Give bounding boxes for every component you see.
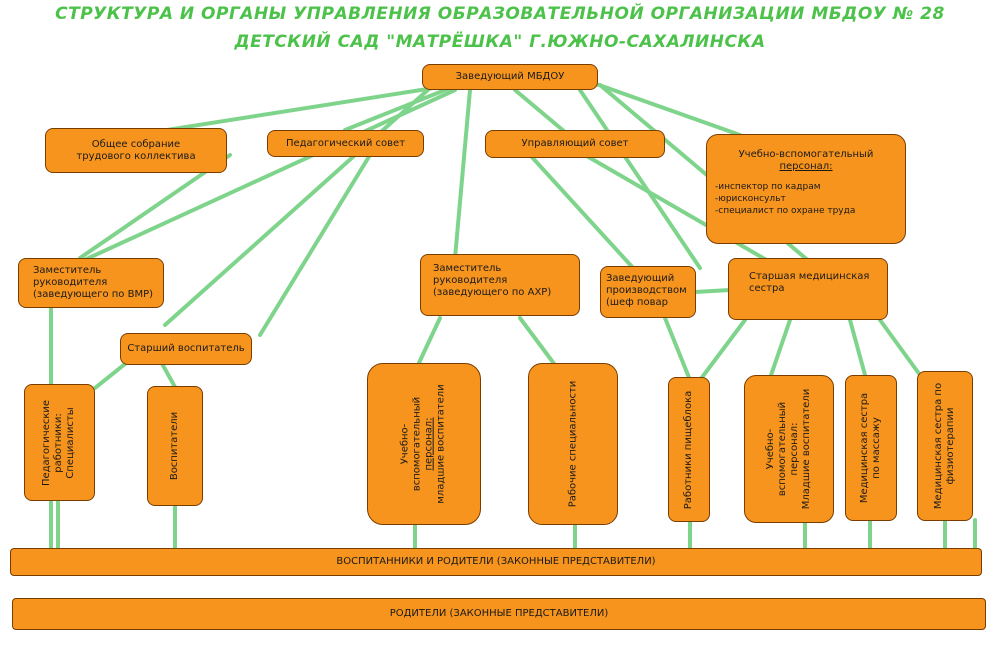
connector [698,318,747,382]
head-nurse-node: Старшая медицинская сестра [728,258,888,320]
ped-council-label: Педагогический совет [285,137,406,149]
nurse-massage-label-2: по массажу [871,417,883,479]
deputy-ahr-label-1: Заместитель [433,263,502,274]
support-staff-item: -инспектор по кадрам [715,182,821,192]
deputy-ahr-node: Заместитель руководителя (заведующего по… [420,254,580,316]
teachers-node: Воспитатели [147,386,203,506]
head-label: Заведующий МБДОУ [455,71,565,82]
support-junior-label-4: младшие воспитатели [436,384,448,504]
support-junior2-label-3: персонал: [789,422,801,476]
deputy-ahr-label-3: (заведующего по АХР) [433,287,552,298]
deputy-edu-label-2: руководителя [33,277,108,288]
nurse-physio-node: Медицинская сестра по физиотерапии [917,371,973,521]
head-node: Заведующий МБДОУ [422,64,598,90]
kitchen-workers-label: Работники пищеблока [683,390,695,509]
connector [513,88,567,134]
support-junior2-label-4: Младшие воспитатели [801,388,813,510]
page-title-line1: СТРУКТУРА И ОРГАНЫ УПРАВЛЕНИЯ ОБРАЗОВАТЕ… [55,4,945,24]
connector [78,88,457,264]
connector [453,88,472,260]
nurse-massage-node: Медицинская сестра по массажу [845,375,897,521]
support-staff-title-1: Учебно-вспомогательный [738,149,874,160]
support-junior-node: Учебно- вспомогательный персонал: младши… [367,363,481,525]
kitchen-workers-node: Работники пищеблока [668,377,710,522]
support-staff-item: -юрисконсульт [715,194,786,204]
general-meeting-node: Общее собрание трудового коллектива [45,128,227,173]
support-junior-label-1: Учебно- [400,423,412,465]
senior-teacher-node: Старший воспитатель [120,333,252,365]
governing-council-label: Управляющий совет [521,138,629,149]
support-staff-item: -специалист по охране труда [715,206,856,216]
ped-workers-node: Педагогические работники: Специалисты [24,384,95,501]
connector [416,316,442,367]
ped-workers-label-2: работники: [53,412,65,473]
production-head-label-2: производством [606,285,687,296]
connector [578,88,702,270]
support-staff-node: Учебно-вспомогательный персонал: -инспек… [706,134,906,244]
deputy-edu-node: Заместитель руководителя (заведующего по… [18,258,164,308]
support-staff-title-2: персонал: [779,161,833,172]
connector [768,318,792,380]
support-junior2-node: Учебно- вспомогательный персонал: Младши… [744,375,834,523]
connector [518,316,557,367]
head-nurse-label-1: Старшая медицинская [749,271,870,282]
support-junior2-label-2: вспомогательный [777,401,789,497]
head-nurse-label-2: сестра [749,283,785,294]
connector [258,153,372,337]
teachers-label: Воспитатели [169,411,180,481]
pupils-parents-bar: ВОСПИТАННИКИ И РОДИТЕЛИ (ЗАКОННЫЕ ПРЕДСТ… [10,548,982,576]
ped-workers-label-1: Педагогические [41,399,53,486]
ped-workers-label-3: Специалисты [65,406,77,479]
connector [848,318,867,377]
connector [663,316,692,382]
nurse-physio-label-2: физиотерапии [945,407,956,485]
workers-label: Рабочие специальности [567,380,579,508]
connector [583,78,742,137]
parents-label: РОДИТЕЛИ (ЗАКОННЫЕ ПРЕДСТАВИТЕЛИ) [389,608,609,619]
nurse-physio-label-1: Медицинская сестра по [933,382,944,510]
connector [693,288,732,294]
deputy-edu-label-3: (заведующего по ВМР) [33,289,154,300]
connector [93,358,132,390]
senior-teacher-label: Старший воспитатель [127,343,245,354]
workers-node: Рабочие специальности [528,363,618,525]
deputy-edu-label-1: Заместитель [33,265,102,276]
support-junior-label-2: вспомогательный [412,396,424,492]
production-head-label-1: Заведующий [606,273,675,284]
deputy-ahr-label-2: руководителя [433,275,508,286]
connector [343,86,452,132]
nurse-massage-label-1: Медицинская сестра [859,392,871,504]
general-meeting-label-2: трудового коллектива [76,150,196,162]
pupils-parents-label: ВОСПИТАННИКИ И РОДИТЕЛИ (ЗАКОННЫЕ ПРЕДСТ… [336,556,656,567]
page-title-line2: ДЕТСКИЙ САД "МАТРЁШКА" Г.ЮЖНО-САХАЛИНСКА [234,32,766,52]
connector [133,85,442,137]
connector [528,153,637,272]
governing-council-node: Управляющий совет [485,130,665,158]
general-meeting-label-1: Общее собрание [91,138,181,150]
support-staff-list: -инспектор по кадрам -юрисконсульт -спец… [715,181,897,217]
connector [163,86,432,327]
connector [583,153,772,264]
support-junior2-label-1: Учебно- [765,428,777,470]
parents-bar: РОДИТЕЛИ (ЗАКОННЫЕ ПРЕДСТАВИТЕЛИ) [12,598,986,630]
production-head-node: Заведующий производством (шеф повар [600,266,696,318]
support-junior-label-3: персонал: [424,417,436,471]
ped-council-node: Педагогический совет [267,130,424,157]
connector [878,318,922,377]
production-head-label-3: (шеф повар [606,297,668,308]
